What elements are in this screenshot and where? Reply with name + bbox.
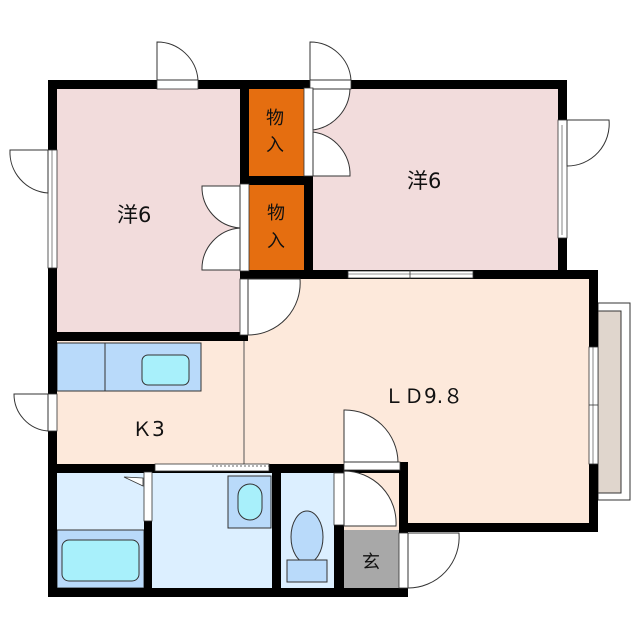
storage-1-label-bottom: 入: [266, 135, 284, 156]
toilet-bowl: [290, 510, 324, 564]
living-dining-label: ＬＤ9.８: [384, 384, 463, 408]
balcony: [597, 310, 622, 494]
western-room-2-floor: [312, 88, 558, 270]
storage-1-floor: [248, 88, 304, 176]
entrance-floor: [344, 530, 399, 588]
toilet-tank: [286, 559, 328, 583]
western-room-2-label: 洋6: [407, 169, 441, 193]
entrance-label: 玄: [362, 552, 380, 573]
kitchen-label: Ｋ3: [132, 417, 165, 441]
door-swings: [9, 41, 610, 589]
bathtub: [61, 539, 140, 582]
western-room-1-label: 洋6: [117, 203, 151, 227]
storage-2-label-bottom: 入: [267, 231, 285, 252]
kitchen-sink: [141, 354, 190, 386]
storage-1-label-top: 物: [266, 108, 284, 129]
storage-2-floor: [248, 184, 304, 270]
washbasin: [237, 483, 263, 521]
storage-2-label-top: 物: [267, 203, 285, 224]
